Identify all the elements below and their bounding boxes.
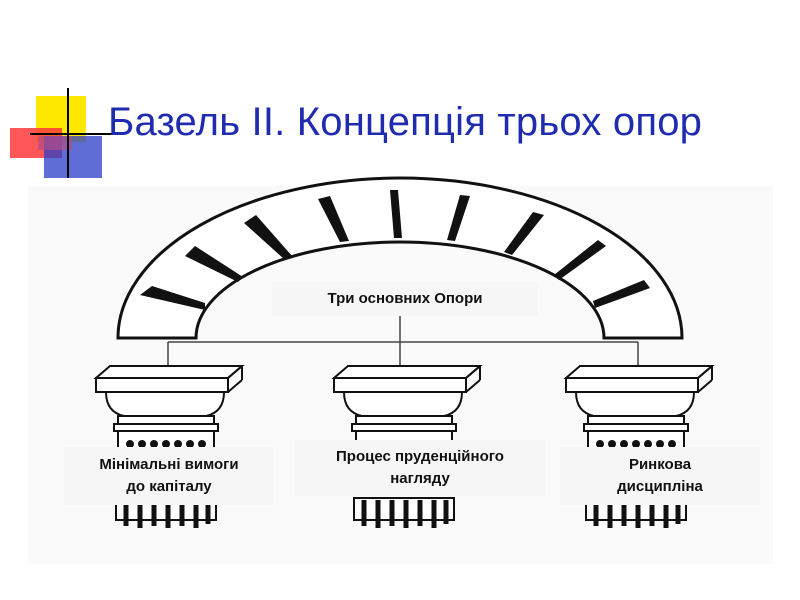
pillar-label-market: Ринкова дисципліна	[560, 447, 760, 505]
slide-logo-icon	[10, 88, 112, 178]
center-label-text: Три основних Опори	[327, 290, 483, 307]
pillar-label-capital-line1: Мінімальні вимоги	[99, 456, 239, 473]
pillar-label-supervision: Процес пруденційного нагляду	[294, 440, 546, 496]
pillar-label-capital: Мінімальні вимоги до капіталу	[64, 447, 274, 505]
pillar-label-supervision-line1: Процес пруденційного	[336, 448, 504, 465]
center-label: Три основних Опори	[272, 282, 538, 316]
pillar-label-capital-line2: до капіталу	[126, 478, 212, 495]
slide-title: Базель II. Концепція трьох опор	[108, 100, 703, 144]
pillar-label-market-line1: Ринкова	[628, 456, 692, 473]
pillar-label-market-line2: дисципліна	[617, 478, 703, 495]
pillar-label-supervision-line2: нагляду	[390, 470, 450, 487]
